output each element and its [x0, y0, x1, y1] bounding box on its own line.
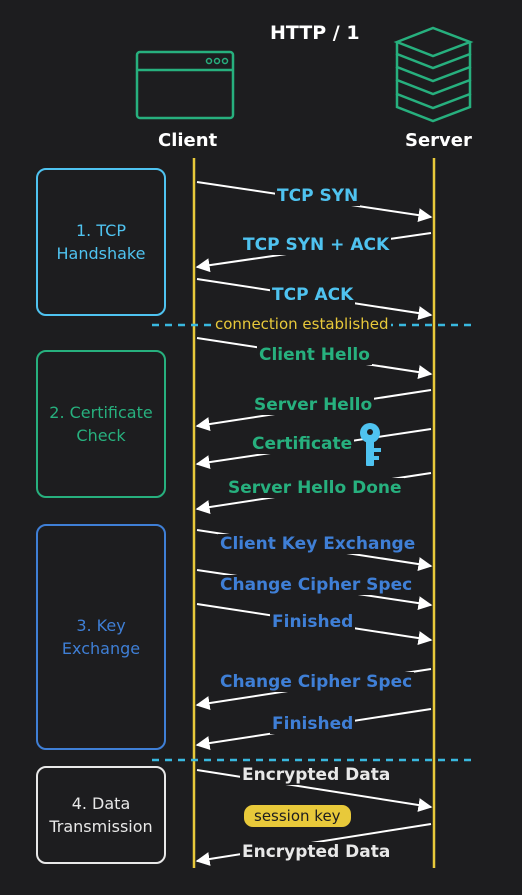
phase-subtitle: Transmission [49, 817, 153, 836]
browser-window-icon [135, 50, 235, 120]
message-label: TCP ACK [270, 285, 356, 305]
message-label: Change Cipher Spec [218, 575, 415, 595]
diagram-title: HTTP / 1 [270, 22, 360, 44]
key-icon [360, 423, 381, 466]
arrow-encrypted-data-client [196, 769, 433, 812]
client-label: Client [158, 130, 218, 151]
server-stack-icon [393, 26, 474, 123]
phase-subtitle: Exchange [61, 639, 141, 658]
message-label: Client Hello [257, 345, 372, 365]
message-label: Client Key Exchange [218, 534, 418, 554]
message-label: Finished [270, 612, 356, 632]
message-label: Finished [270, 714, 356, 734]
message-label: TCP SYN + ACK [241, 235, 392, 255]
phase-tcp-handshake: 1. TCP Handshake [36, 168, 166, 316]
message-label: Server Hello Done [226, 478, 404, 498]
phase-title: 4. Data [71, 794, 131, 813]
message-label: Certificate [250, 434, 355, 454]
message-label: Encrypted Data [240, 842, 393, 862]
message-label: Change Cipher Spec [218, 672, 415, 692]
phase-title: 2. Certificate [49, 403, 153, 422]
message-label: TCP SYN [275, 186, 361, 206]
server-label: Server [405, 130, 472, 151]
message-label: Server Hello [252, 395, 375, 415]
session-key-badge: session key [244, 805, 351, 827]
phase-title: 3. Key [76, 616, 126, 635]
connection-note: connection established [212, 315, 392, 333]
phase-subtitle: Check [76, 426, 126, 445]
phase-title: 1. TCP [75, 221, 126, 240]
phase-subtitle: Handshake [56, 244, 146, 263]
message-label: Encrypted Data [240, 765, 393, 785]
